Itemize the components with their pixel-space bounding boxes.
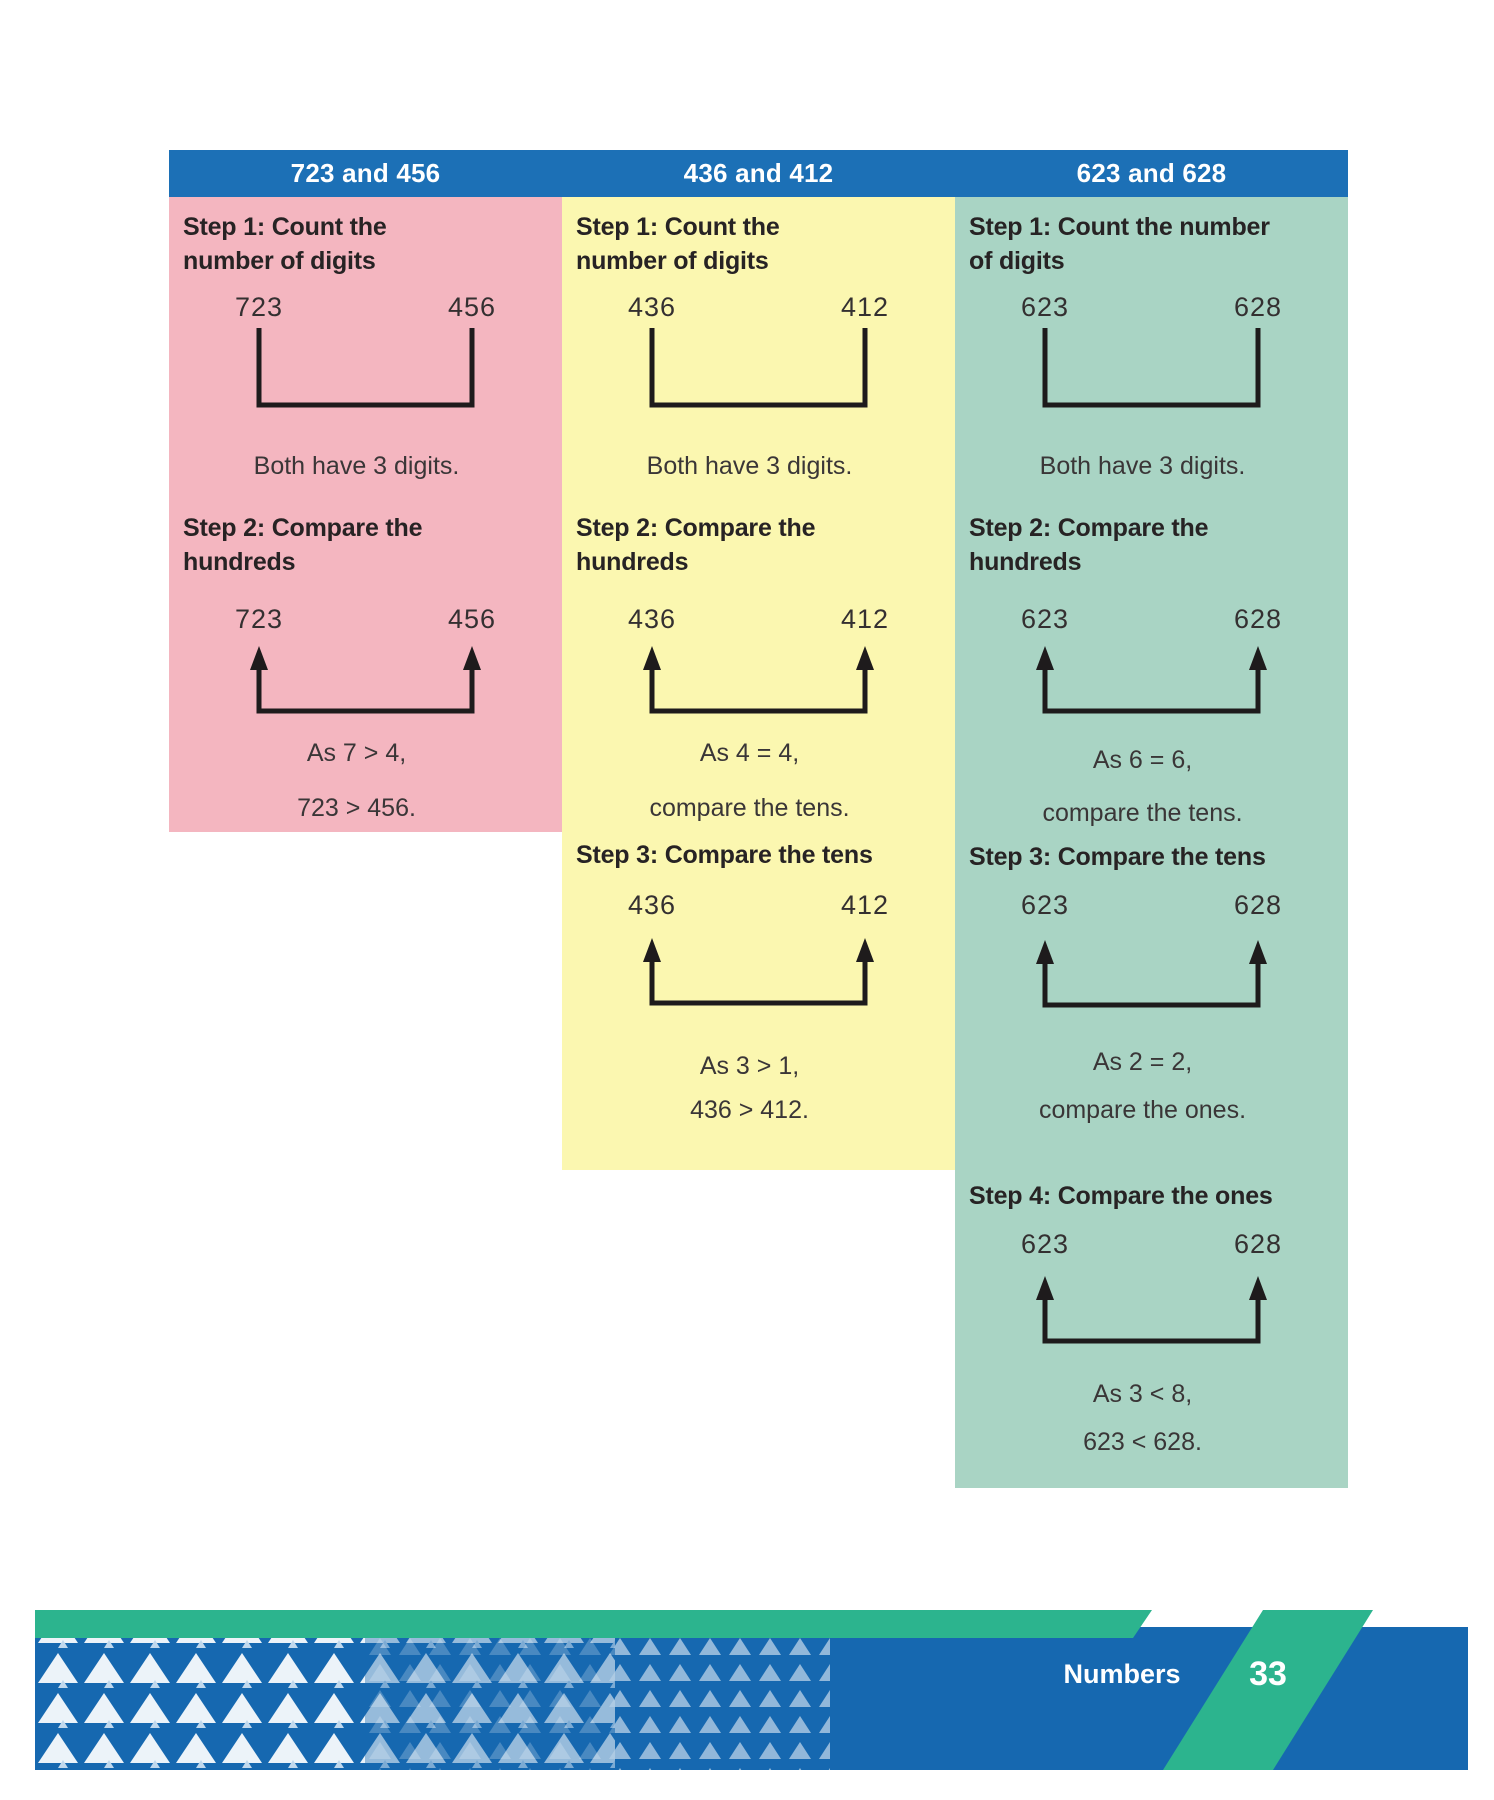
digit-count-bracket-diagram [256,328,475,408]
note-text: 623 < 628. [1083,1428,1202,1456]
step-title: Step 3: Compare the tens [955,840,1348,874]
compare-arrows-diagram [1036,646,1267,714]
number-left: 623 [1020,890,1070,920]
number-left: 436 [627,292,677,322]
number-left: 623 [1020,1229,1070,1259]
compare-arrows-diagram [1036,1276,1267,1344]
column-723-456: Step 1: Count the number of digits 723 4… [169,197,562,832]
number-left: 623 [1020,604,1070,634]
step-title: Step 1: Count the number of digits [169,210,562,278]
number-right: 456 [447,604,497,634]
step-title-line: Step 2: Compare the [183,514,423,542]
step-title-line: Step 1: Count the number [969,213,1270,241]
header-cell-pair-3: 623 and 628 [955,150,1348,197]
number-right: 628 [1233,890,1283,920]
note-text: 723 > 456. [297,794,416,822]
numbers-row: 623 628 [955,602,1348,636]
number-left: 436 [627,890,677,920]
step-title-line: Step 1: Count the [183,213,387,241]
step-title: Step 1: Count the number of digits [955,210,1348,278]
step-title-line: Step 2: Compare the [576,514,816,542]
footer-green-strip [35,1610,1152,1638]
note-text: As 7 > 4, [306,739,407,767]
number-right: 456 [447,292,497,322]
step-title-line: number of digits [576,247,769,275]
table-header-row: 723 and 456 436 and 412 623 and 628 [169,150,1348,197]
number-right: 628 [1233,1229,1283,1259]
step-title-line: Step 1: Count the [576,213,780,241]
note-text: As 3 > 1, [699,1052,800,1080]
footer-page-number: 33 [1249,1655,1287,1693]
footer-page-ribbon [1163,1610,1373,1770]
step-title-line: Step 3: Compare the tens [969,843,1266,871]
note-text: compare the ones. [1038,1096,1247,1124]
step-title-line: Step 4: Compare the ones [969,1182,1273,1210]
step-title: Step 4: Compare the ones [955,1179,1348,1213]
note-text: compare the tens. [649,794,850,822]
note-text: As 2 = 2, [1092,1048,1193,1076]
header-cell-pair-1: 723 and 456 [169,150,562,197]
number-left: 436 [627,604,677,634]
step-title-line: Step 2: Compare the [969,514,1209,542]
numbers-row: 436 412 [562,290,955,324]
step-title-line: hundreds [576,548,689,576]
note-text: 436 > 412. [690,1096,809,1124]
column-623-628: Step 1: Count the number of digits 623 6… [955,197,1348,1488]
step-title: Step 2: Compare the hundreds [169,511,562,579]
number-right: 628 [1233,604,1283,634]
number-left: 723 [234,292,284,322]
header-cell-pair-2: 436 and 412 [562,150,955,197]
step-title-line: of digits [969,247,1065,275]
step-title-line: number of digits [183,247,376,275]
digit-count-bracket-diagram [649,328,868,408]
compare-arrows-diagram [1036,940,1267,1008]
footer-band [35,1610,1468,1770]
number-left: 623 [1020,292,1070,322]
step-title-line: Step 3: Compare the tens [576,841,873,869]
numbers-row: 436 412 [562,888,955,922]
step-title-line: hundreds [969,548,1082,576]
compare-arrows-diagram [643,938,874,1006]
note-text: As 3 < 8, [1092,1380,1193,1408]
footer-section-label: Numbers [1063,1659,1181,1689]
both-digits-text: Both have 3 digits. [1039,452,1246,480]
number-right: 628 [1233,292,1283,322]
numbers-row: 623 628 [955,888,1348,922]
both-digits-text: Both have 3 digits. [253,452,460,480]
number-right: 412 [840,292,890,322]
step-title: Step 1: Count the number of digits [562,210,955,278]
note-text: As 6 = 6, [1092,746,1193,774]
compare-arrows-diagram [643,646,874,714]
note-text: As 4 = 4, [699,739,800,767]
note-text: compare the tens. [1042,799,1243,827]
column-436-412: Step 1: Count the number of digits 436 4… [562,197,955,1170]
step-title: Step 2: Compare the hundreds [562,511,955,579]
numbers-row: 723 456 [169,290,562,324]
footer-triangle-pattern [35,1627,830,1770]
step-title: Step 3: Compare the tens [562,838,955,872]
number-right: 412 [840,890,890,920]
step-title: Step 2: Compare the hundreds [955,511,1348,579]
step-title-line: hundreds [183,548,296,576]
number-right: 412 [840,604,890,634]
numbers-row: 623 628 [955,290,1348,324]
numbers-row: 723 456 [169,602,562,636]
number-left: 723 [234,604,284,634]
compare-arrows-diagram [250,646,481,714]
numbers-row: 436 412 [562,602,955,636]
digit-count-bracket-diagram [1042,328,1261,408]
numbers-row: 623 628 [955,1227,1348,1261]
both-digits-text: Both have 3 digits. [646,452,853,480]
